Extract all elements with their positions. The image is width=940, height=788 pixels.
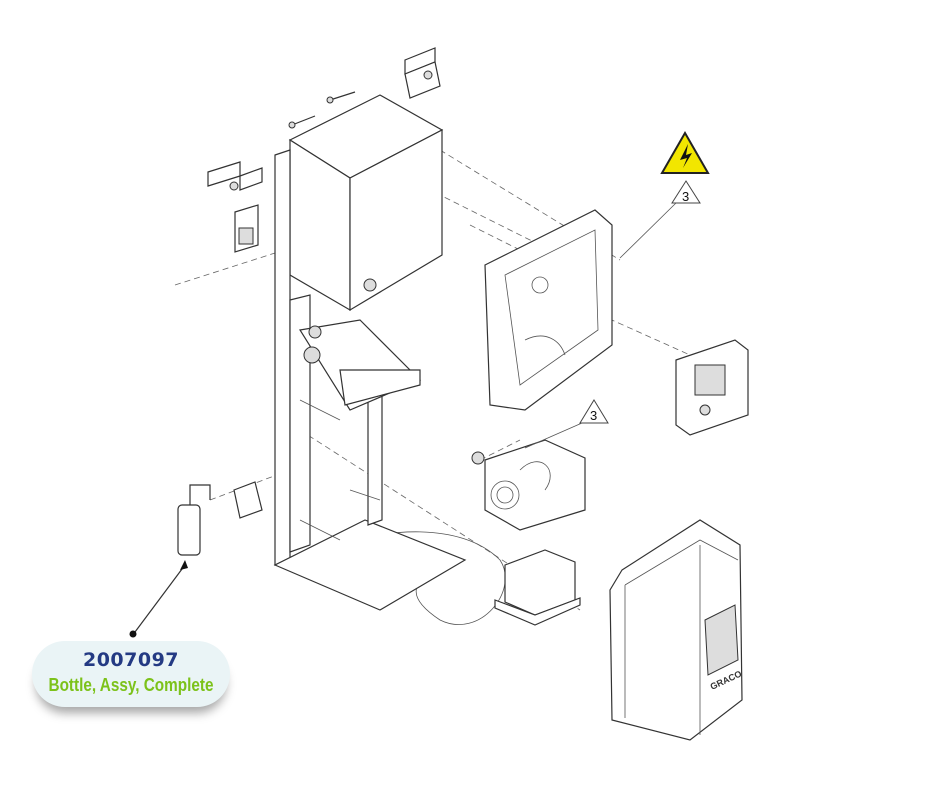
electrical-warning-icon: [660, 130, 710, 174]
display-bezel: [484, 209, 613, 411]
graco-cover: GRACO: [609, 519, 743, 741]
mounting-brackets: [207, 47, 441, 191]
reference-mark-2: 3: [524, 399, 609, 449]
frame: [273, 149, 467, 611]
part-description: Bottle, Assy, Complete: [48, 675, 214, 695]
fan-assembly: [471, 439, 586, 531]
part-number: 2007097: [82, 649, 180, 671]
display-module: [675, 339, 749, 436]
reference-mark-1: 3: [619, 180, 701, 259]
part-callout: 2007097 Bottle, Assy, Complete: [32, 641, 230, 707]
bottle: [177, 481, 263, 556]
electrical-enclosure: [234, 94, 444, 312]
callout-leader: [134, 564, 186, 633]
svg-text:3: 3: [590, 408, 597, 423]
svg-text:3: 3: [682, 189, 689, 204]
transformer: [494, 549, 581, 626]
